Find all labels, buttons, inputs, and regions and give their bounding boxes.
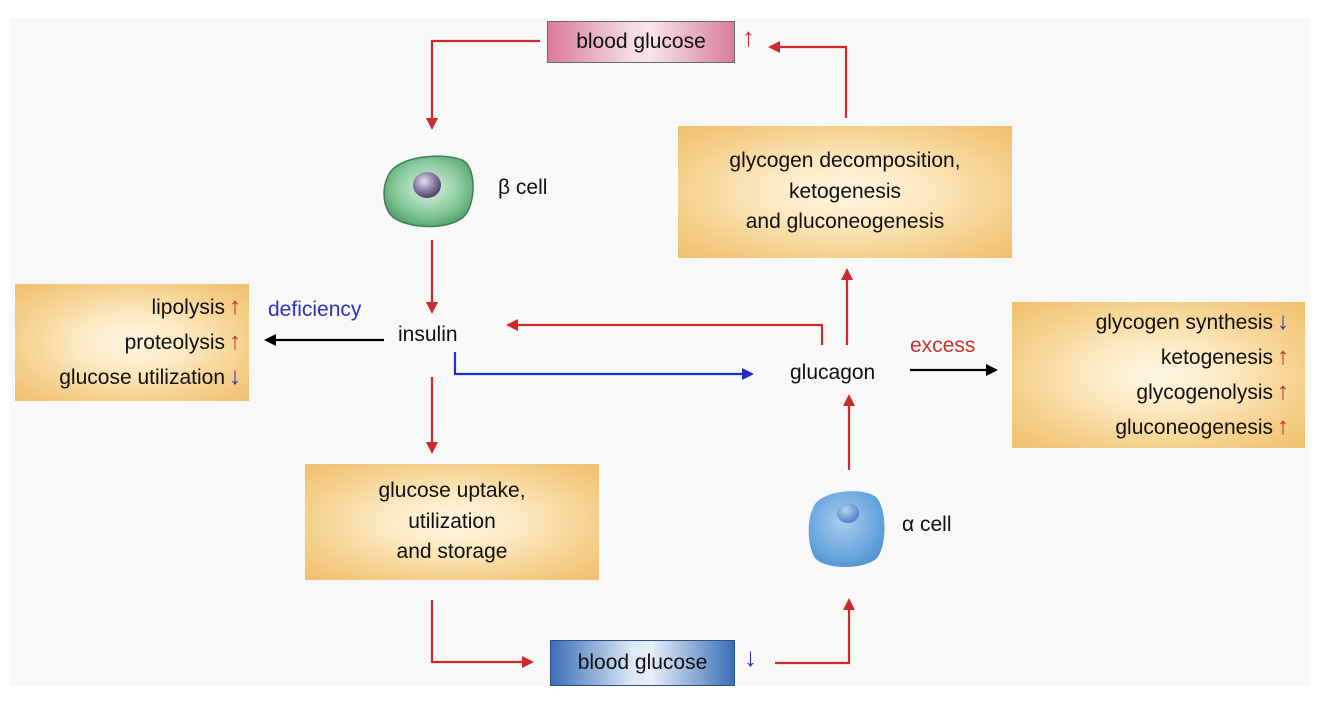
down-arrow-icon: ↓ [229,362,241,390]
arrow-glucose-to-alpha-cell [775,598,855,665]
uptake-line-2: utilization [408,509,496,533]
up-arrow-icon: ↑ [1277,412,1289,440]
insulin-label: insulin [398,323,458,346]
blood-glucose-low-box: blood glucose [550,640,735,686]
up-arrow-icon: ↑ [229,293,241,321]
glucose-uptake-box: glucose uptake, utilization and storage [305,464,599,580]
blood-glucose-high-box: blood glucose [547,21,735,63]
down-arrow-icon: ↓ [1277,308,1289,336]
blood-glucose-high-label: blood glucose [576,30,706,53]
glycogen-decomposition-box: glycogen decomposition, ketogenesis and … [678,126,1012,258]
beta-cell-label: β cell [498,176,548,199]
glucagon-label: glucagon [790,361,876,384]
uptake-line-1: glucose uptake, [378,479,526,503]
decomposition-line-2: ketogenesis [788,179,902,203]
up-arrow-icon: ↑ [1277,343,1289,371]
deficiency-label: deficiency [268,298,362,321]
excess-effects-box: glycogen synthesis↓ ketogenesis↑ glycoge… [1012,302,1305,448]
alpha-cell-icon [808,491,885,567]
blood-glucose-low-label: blood glucose [577,651,708,674]
beta-cell-icon [383,155,474,228]
arrow-insulin-to-glucagon [453,352,754,380]
decomposition-line-1: glycogen decomposition, [729,149,961,173]
deficiency-item: proteolysis↑ [124,328,241,356]
deficiency-effects-box: lipolysis↑ proteolysis↑ glucose utilizat… [15,284,249,401]
deficiency-item: lipolysis↑ [151,293,241,321]
arrow-decomposition-to-glucose [768,41,848,118]
arrow-glucagon-to-insulin [506,319,824,345]
excess-label: excess [910,334,976,357]
alpha-cell-label: α cell [902,513,952,536]
excess-item: ketogenesis↑ [1160,343,1289,371]
down-arrow-icon: ↓ [744,642,757,672]
arrow-glucose-to-beta-cell [426,39,540,130]
up-arrow-icon: ↑ [229,328,241,356]
uptake-line-3: and storage [396,540,508,564]
excess-item: glycogenolysis↑ [1136,378,1289,405]
up-arrow-icon: ↑ [742,22,755,52]
arrow-uptake-to-glucose [430,600,534,668]
excess-item: glycogen synthesis↓ [1095,308,1289,336]
deficiency-item: glucose utilization↓ [59,362,241,390]
decomposition-line-3: and gluconeogenesis [745,210,945,234]
excess-item: gluconeogenesis↑ [1115,412,1289,440]
up-arrow-icon: ↑ [1277,378,1289,405]
